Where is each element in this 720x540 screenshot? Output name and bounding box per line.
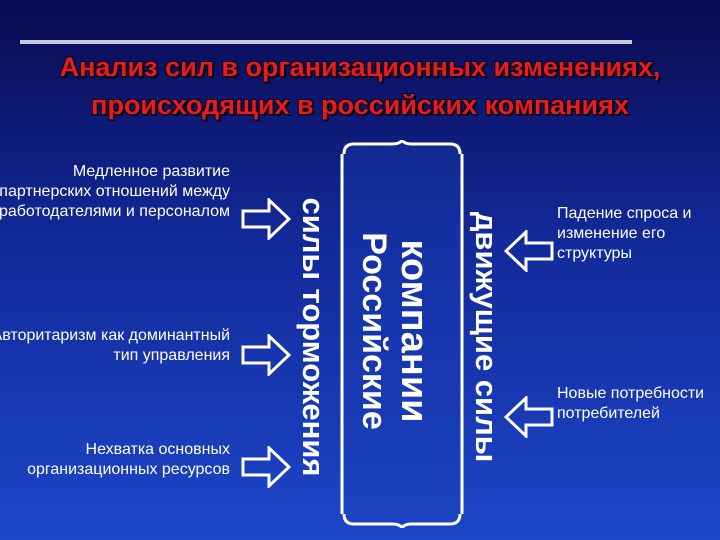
company-frame: [340, 140, 464, 528]
left-force-3: Нехватка основных организационных ресурс…: [27, 441, 230, 478]
title-line-2: происходящих в российских компаниях: [91, 90, 629, 120]
company-label-line-2: компании: [393, 239, 435, 423]
left-arrow-icon: [504, 230, 554, 272]
right-force-2: Новые потребности потребителей: [557, 385, 705, 422]
right-arrow-icon: [241, 198, 291, 240]
left-force-1: Медленное развитие партнерских отношений…: [0, 163, 230, 220]
right-arrow-icon: [241, 334, 291, 376]
restraining-forces-label: силы торможения: [296, 197, 331, 477]
left-arrow-icon: [504, 396, 554, 438]
right-arrow-icon: [241, 446, 291, 488]
title-line-1: Анализ сил в организационных изменениях,: [59, 52, 661, 82]
driving-forces-label: движущие силы: [469, 211, 504, 463]
left-force-2: Авторитаризм как доминантный тип управле…: [0, 327, 230, 364]
top-rule: [20, 40, 632, 44]
right-force-1: Падение спроса и изменение его структуры: [557, 205, 692, 262]
company-label-line-1: Российские: [355, 232, 393, 430]
slide-title: Анализ сил в организационных изменениях,…: [0, 48, 720, 124]
